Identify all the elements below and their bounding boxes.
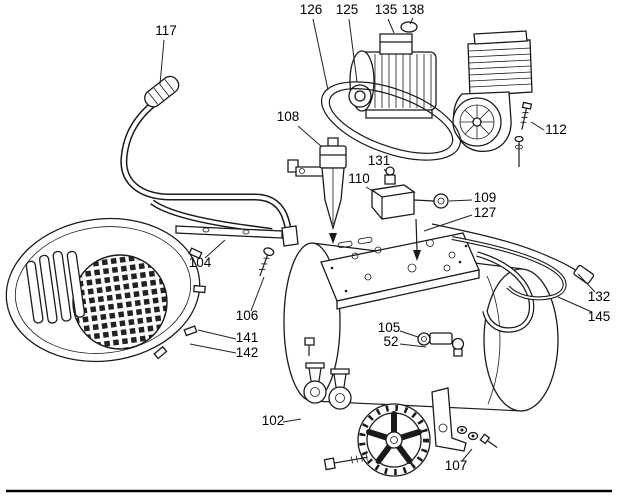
- base-plate: [321, 233, 479, 309]
- part-number-label: 109: [474, 190, 497, 205]
- handle-bracket: [176, 226, 298, 246]
- outlet-valve: [418, 333, 464, 356]
- leader-line: [366, 187, 376, 193]
- motor-pulley: [349, 85, 371, 107]
- tire-tread: [362, 408, 426, 472]
- motor-cap: [401, 22, 417, 32]
- leader-line: [160, 40, 164, 84]
- leader-line: [410, 18, 413, 24]
- part-number-label: 132: [588, 289, 611, 304]
- drain-valve: [305, 338, 314, 356]
- wheel: [358, 404, 430, 476]
- part-number-label: 135: [375, 2, 398, 17]
- leader-line: [462, 449, 472, 461]
- drain-drip: [329, 233, 337, 244]
- part-number-label: 126: [300, 2, 323, 17]
- leader-line: [349, 19, 357, 82]
- unloader-pin: [413, 219, 421, 261]
- leader-line: [424, 215, 472, 231]
- handle-assembly: [124, 73, 289, 231]
- leader-line: [449, 200, 472, 201]
- support-tube: [477, 254, 532, 330]
- tank-end-cap-right: [484, 269, 558, 411]
- handle-grip: [141, 73, 181, 110]
- leader-line: [251, 277, 264, 311]
- motor-fins: [368, 54, 431, 108]
- mounting-bolts: [515, 102, 531, 167]
- leader-line: [388, 19, 394, 33]
- pump-fins: [469, 48, 532, 87]
- cover-clips: [154, 248, 205, 358]
- wheel-spokes: [369, 414, 419, 461]
- cable-plug: [573, 265, 594, 284]
- switch-knob: [434, 194, 448, 208]
- power-cable: [432, 224, 594, 284]
- axle-bracket: [432, 388, 466, 451]
- part-number-label: 145: [588, 309, 611, 324]
- casters: [304, 363, 351, 409]
- part-number-label: 107: [445, 458, 468, 473]
- pump-head-cap: [474, 31, 527, 44]
- part-number-label: 52: [383, 334, 398, 349]
- belt-guard-cover: [0, 208, 208, 373]
- leader-line: [578, 274, 595, 292]
- pressure-switch: [372, 167, 448, 261]
- part-number-label: 105: [378, 320, 401, 335]
- part-number-label: 108: [277, 109, 300, 124]
- louver-slots: [25, 249, 85, 325]
- leader-line: [198, 330, 236, 339]
- tank-weld-seam: [487, 276, 500, 404]
- wheel-fasteners: [458, 427, 500, 451]
- electric-motor: [349, 22, 436, 118]
- part-number-label: 127: [474, 205, 497, 220]
- filter-regulator: [288, 138, 346, 244]
- plate-holes: [338, 237, 455, 280]
- part-number-label: 141: [236, 330, 259, 345]
- part-number-label: 104: [189, 255, 212, 270]
- terminal-box: [380, 34, 412, 54]
- drive-belt: [311, 66, 470, 176]
- part-number-label: 102: [262, 413, 285, 428]
- part-number-label: 131: [368, 153, 391, 168]
- pump-flywheel: [453, 98, 501, 146]
- part-number-label: 110: [348, 171, 370, 186]
- part-number-label: 106: [236, 308, 259, 323]
- hose: [452, 238, 565, 298]
- part-number-label: 117: [155, 23, 177, 38]
- shroud-bolt: [255, 247, 274, 278]
- pump-unit: [453, 31, 532, 151]
- plate-rivets: [330, 244, 468, 293]
- leader-line: [400, 344, 426, 347]
- leader-line: [313, 19, 328, 90]
- part-number-label: 125: [336, 2, 359, 17]
- leader-line: [384, 169, 389, 176]
- leader-line: [298, 126, 322, 147]
- fan-grille: [73, 255, 167, 349]
- axle-bolt: [324, 452, 368, 469]
- part-number-label: 142: [236, 345, 259, 360]
- part-number-label: 112: [545, 122, 567, 137]
- part-number-label: 138: [402, 2, 425, 17]
- leader-line: [400, 331, 418, 337]
- leader-line: [531, 122, 544, 130]
- leader-line: [558, 297, 592, 312]
- leader-line: [205, 240, 225, 258]
- leader-line: [283, 419, 301, 422]
- leader-line: [190, 344, 236, 353]
